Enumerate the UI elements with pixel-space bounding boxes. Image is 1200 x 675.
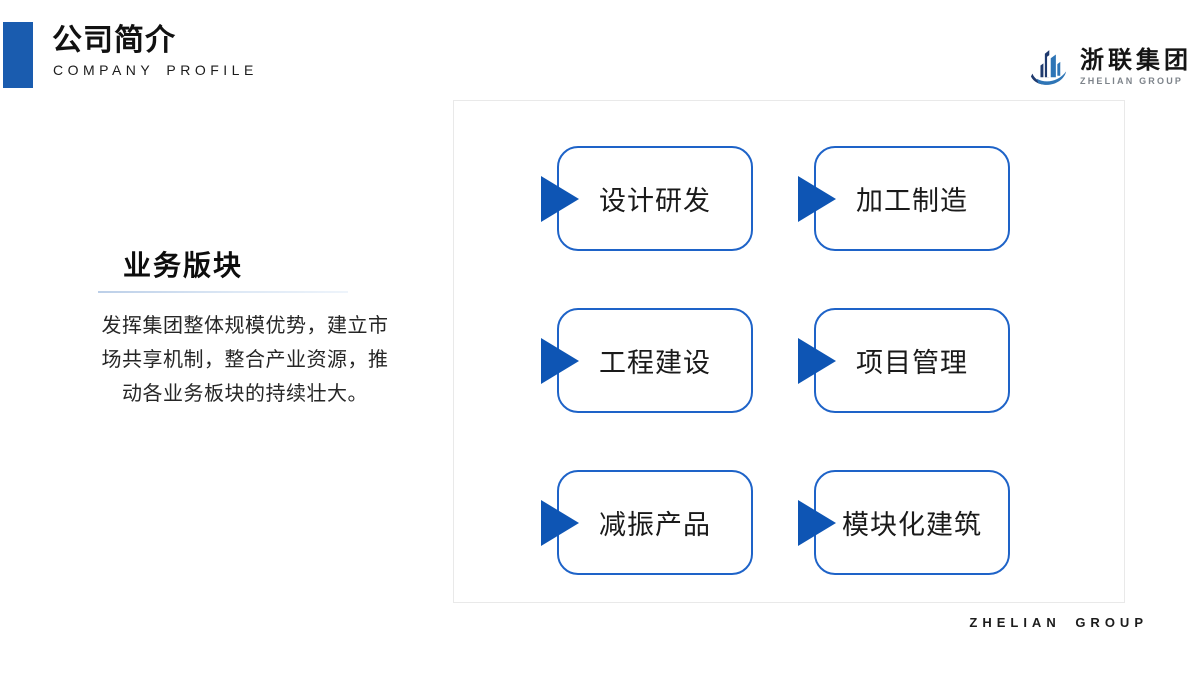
- building-logo-icon: [1028, 45, 1072, 89]
- business-item-manufacturing: 加工制造: [798, 146, 1010, 251]
- page-title: 公司简介: [52, 24, 176, 57]
- business-label: 工程建设: [599, 348, 711, 378]
- header-accent-bar: [3, 22, 33, 88]
- business-item-engineering: 工程建设: [541, 308, 753, 413]
- logo-name-en: ZHELIAN GROUP: [1080, 76, 1184, 86]
- business-label: 加工制造: [856, 186, 968, 216]
- business-box: 加工制造: [814, 146, 1010, 251]
- business-label: 减振产品: [599, 510, 711, 540]
- arrow-right-icon: [541, 499, 579, 546]
- business-label: 设计研发: [599, 186, 711, 216]
- logo-text: 浙联集团 ZHELIAN GROUP: [1080, 48, 1192, 86]
- business-panel: 设计研发 加工制造 工程建设 项目管理 减振产品: [453, 100, 1125, 603]
- business-label: 项目管理: [856, 348, 968, 378]
- heading-underline: [98, 291, 348, 293]
- footer-brand: ZHELIAN GROUP: [969, 615, 1148, 630]
- business-box: 模块化建筑: [814, 470, 1010, 575]
- section-paragraph: 发挥集团整体规模优势，建立市 场共享机制，整合产业资源，推 动各业务板块的持续壮…: [101, 315, 389, 405]
- logo-name-cn: 浙联集团: [1080, 48, 1192, 74]
- business-box: 工程建设: [557, 308, 753, 413]
- company-logo: 浙联集团 ZHELIAN GROUP: [1028, 45, 1192, 89]
- page-subtitle: COMPANY PROFILE: [53, 62, 258, 78]
- business-box: 减振产品: [557, 470, 753, 575]
- business-item-modular-building: 模块化建筑: [798, 470, 1010, 575]
- arrow-right-icon: [798, 337, 836, 384]
- arrow-right-icon: [798, 499, 836, 546]
- business-box: 项目管理: [814, 308, 1010, 413]
- business-item-project-management: 项目管理: [798, 308, 1010, 413]
- business-item-damping-products: 减振产品: [541, 470, 753, 575]
- arrow-right-icon: [541, 175, 579, 222]
- arrow-right-icon: [541, 337, 579, 384]
- business-box: 设计研发: [557, 146, 753, 251]
- business-label: 模块化建筑: [842, 510, 982, 540]
- section-heading: 业务版块: [123, 250, 244, 281]
- arrow-right-icon: [798, 175, 836, 222]
- business-item-design-rd: 设计研发: [541, 146, 753, 251]
